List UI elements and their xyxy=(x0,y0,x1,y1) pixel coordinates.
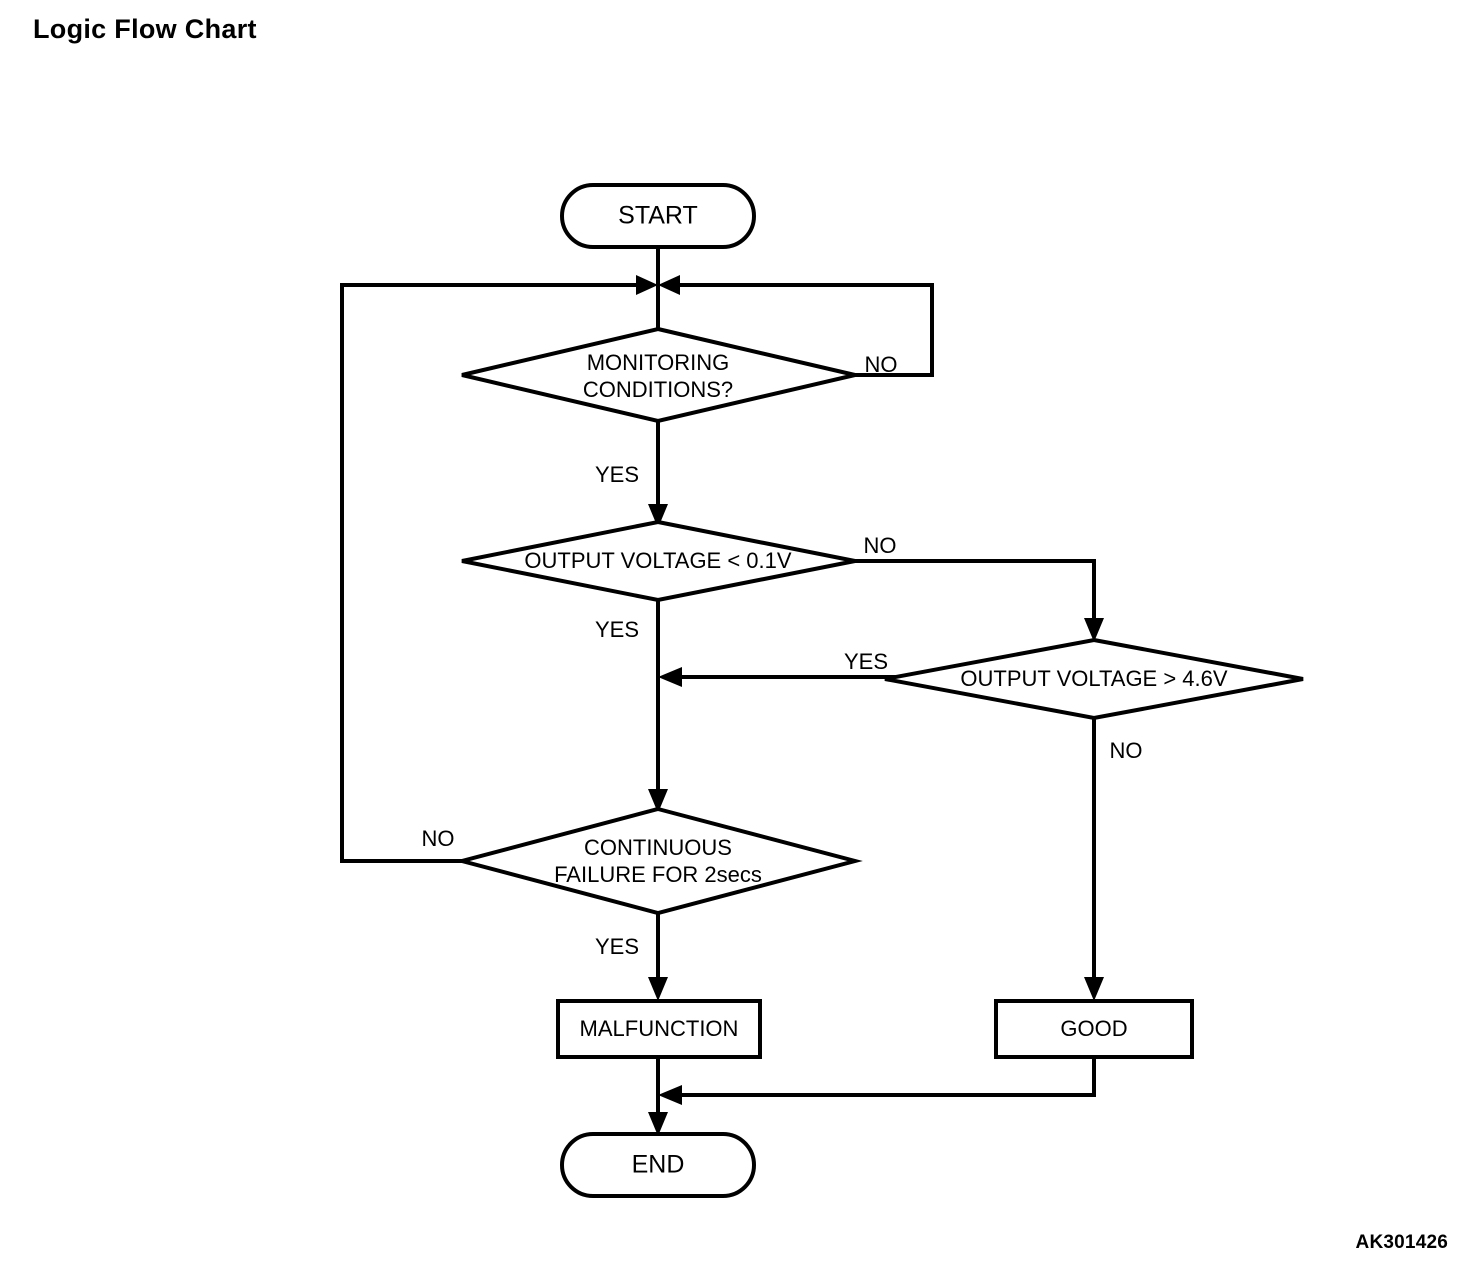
node-output-voltage-high-label: OUTPUT VOLTAGE > 4.6V xyxy=(960,666,1227,691)
edge-label-continuous-yes: YES xyxy=(595,934,639,959)
node-continuous-failure-label-line1: CONTINUOUS xyxy=(584,835,732,860)
node-output-voltage-low-label: OUTPUT VOLTAGE < 0.1V xyxy=(524,548,791,573)
node-good: GOOD xyxy=(994,999,1194,1059)
arrow-voltlow-no xyxy=(1084,618,1104,642)
node-continuous-failure: CONTINUOUS FAILURE FOR 2secs xyxy=(454,806,863,916)
edge-label-voltlow-yes: YES xyxy=(595,617,639,642)
arrow-volthigh-no xyxy=(1084,977,1104,1001)
node-start: START xyxy=(560,183,756,249)
node-end-label: END xyxy=(632,1151,685,1179)
edge-continuous-no-loop xyxy=(340,283,640,863)
arrow-continuous-yes xyxy=(648,977,668,1001)
node-malfunction: MALFUNCTION xyxy=(556,999,762,1059)
edge-voltlow-no xyxy=(855,559,1096,626)
node-monitoring-conditions: MONITORING CONDITIONS? xyxy=(461,326,856,424)
node-output-voltage-low: OUTPUT VOLTAGE < 0.1V xyxy=(461,519,856,603)
arrow-continuous-no-into-junction xyxy=(636,275,658,295)
page-title: Logic Flow Chart xyxy=(33,14,257,44)
edge-label-volthigh-no: NO xyxy=(1110,738,1143,763)
node-malfunction-label: MALFUNCTION xyxy=(580,1016,739,1041)
edge-label-volthigh-yes: YES xyxy=(844,649,888,674)
edge-label-continuous-no: NO xyxy=(422,826,455,851)
node-monitoring-label-line1: MONITORING xyxy=(587,350,730,375)
arrow-monitoring-yes xyxy=(648,504,668,528)
edge-good-to-end xyxy=(676,1055,1096,1097)
node-monitoring-label-line2: CONDITIONS? xyxy=(583,377,733,402)
node-end: END xyxy=(560,1132,756,1198)
edge-label-monitoring-yes: YES xyxy=(595,462,639,487)
edge-monitoring-no-loop xyxy=(676,283,934,377)
arrow-voltlow-yes xyxy=(648,789,668,813)
node-continuous-failure-label-line2: FAILURE FOR 2secs xyxy=(554,862,762,887)
arrow-good-merge xyxy=(658,1085,682,1105)
arrow-malfunction-to-end xyxy=(648,1112,668,1136)
node-output-voltage-high: OUTPUT VOLTAGE > 4.6V xyxy=(884,637,1304,721)
node-start-label: START xyxy=(618,202,698,230)
figure-code: AK301426 xyxy=(1355,1232,1448,1253)
arrow-volthigh-yes xyxy=(658,667,682,687)
arrow-monitoring-no-into-junction xyxy=(658,275,680,295)
node-good-label: GOOD xyxy=(1060,1016,1127,1041)
edge-label-monitoring-no: NO xyxy=(865,352,898,377)
edge-label-voltlow-no: NO xyxy=(864,533,897,558)
